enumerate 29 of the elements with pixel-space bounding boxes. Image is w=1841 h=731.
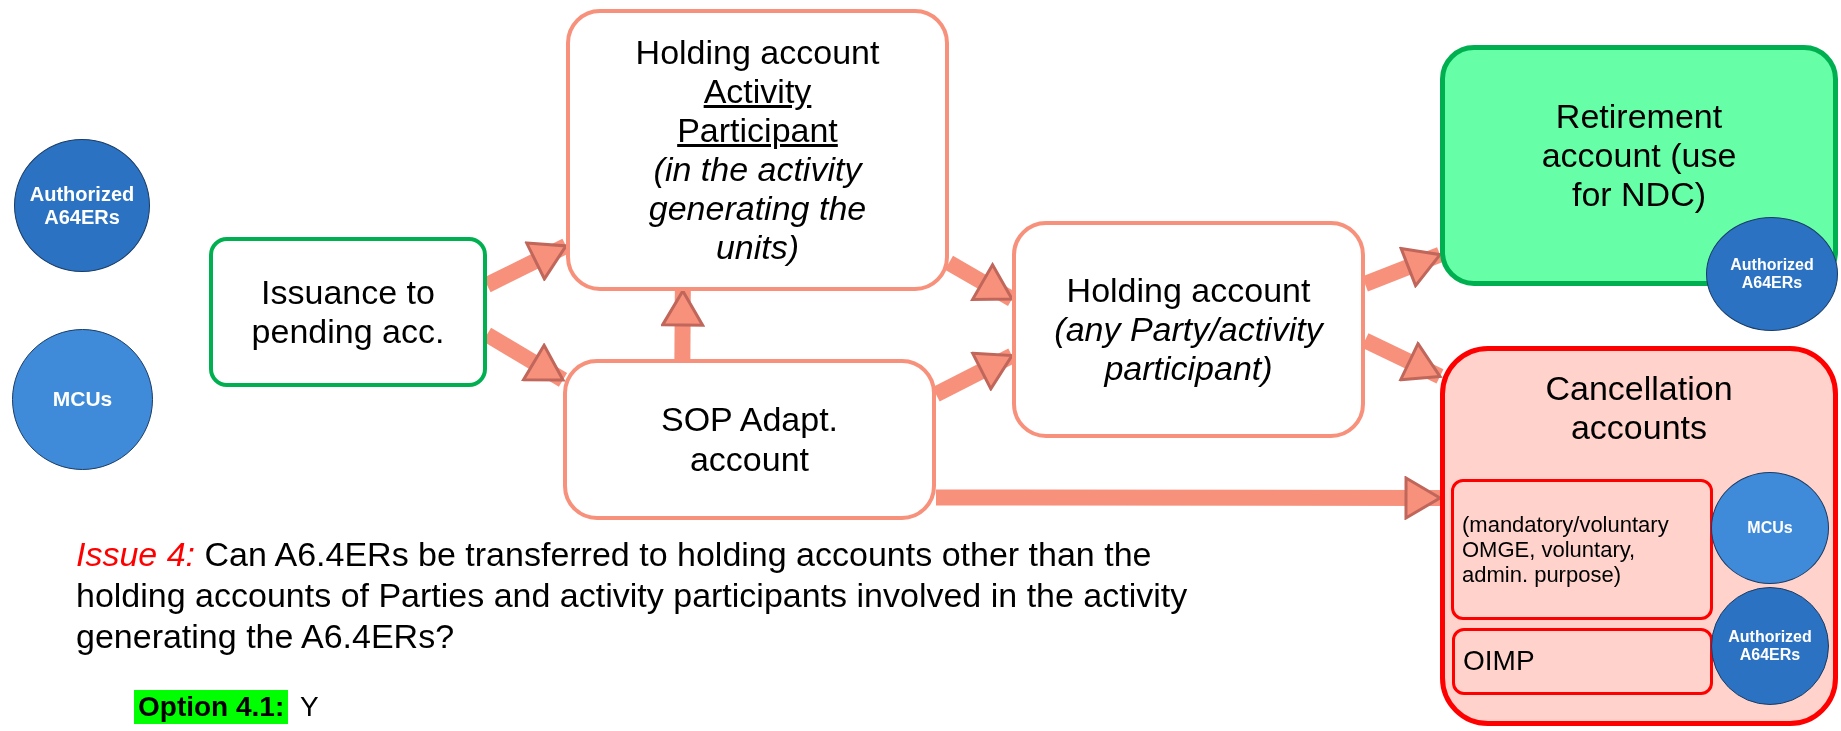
- node-text: MCUs: [1747, 518, 1793, 538]
- account-group-box: [1440, 346, 1838, 726]
- node-text: MCUs: [52, 387, 113, 412]
- node-text: Holding account: [635, 32, 880, 72]
- node-text: Cancellation accounts: [1544, 369, 1734, 448]
- block-arrow: [936, 476, 1442, 520]
- node-text: Authorized A64ERs: [1727, 627, 1813, 665]
- node-text: (any Party/activity participant): [1053, 309, 1326, 389]
- node-text: OIMP: [1463, 645, 1535, 678]
- node-text: (in the activity generating the units): [647, 150, 868, 268]
- issue-text: Issue 4: Can A6.4ERs be transferred to holding accounts other than the holding accounts of Parties and activity participants involved in the activity generating the A6.4ERs?: [76, 534, 1189, 657]
- account-box: [1451, 479, 1713, 620]
- node-text: Activity Participant: [676, 71, 839, 150]
- block-arrow: [661, 289, 705, 360]
- node-text: Authorized A64ERs: [1729, 255, 1815, 293]
- process-box: [209, 237, 487, 387]
- account-box: [1012, 221, 1365, 438]
- option-text: Y: [300, 690, 319, 724]
- node-text: SOP Adapt. account: [659, 400, 840, 479]
- option-label: Option 4.1:: [134, 690, 289, 724]
- node-text: Holding account: [1066, 270, 1311, 310]
- node-text: Retirement account (use for NDC): [1540, 96, 1738, 215]
- node-text: Authorized A64ERs: [28, 182, 136, 229]
- account-box: [566, 9, 949, 291]
- node-text: Issuance to pending acc.: [250, 272, 446, 352]
- account-box: [1452, 628, 1713, 695]
- account-box: [1440, 45, 1838, 286]
- account-box: [563, 359, 936, 520]
- node-text: (mandatory/voluntary OMGE, voluntary, admin. purpose): [1462, 511, 1670, 588]
